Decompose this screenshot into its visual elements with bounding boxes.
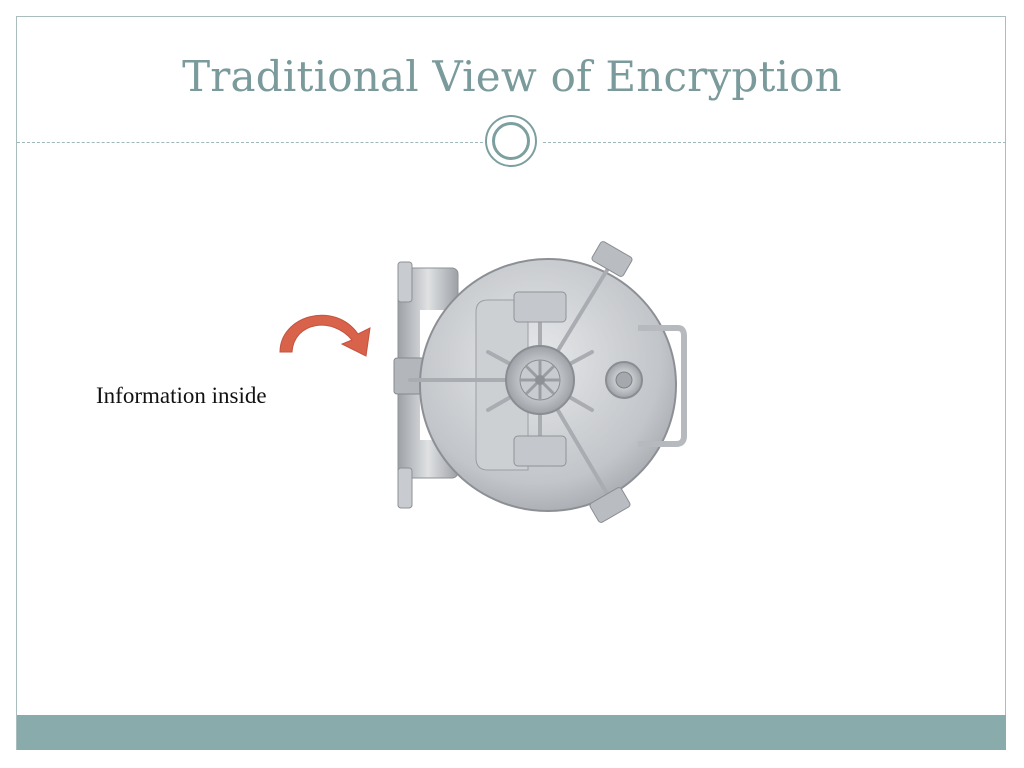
- curved-arrow-icon: [279, 314, 371, 357]
- title-divider-right: [543, 142, 1006, 143]
- divider-ring-inner: [492, 122, 530, 160]
- footer-accent-bar: [17, 715, 1006, 750]
- divider-ring-icon: [485, 115, 537, 167]
- vault-door-icon: [393, 241, 687, 523]
- slide-title: Traditional View of Encryption: [182, 52, 842, 101]
- title-divider-left: [17, 142, 483, 143]
- information-label: Information inside: [96, 383, 267, 408]
